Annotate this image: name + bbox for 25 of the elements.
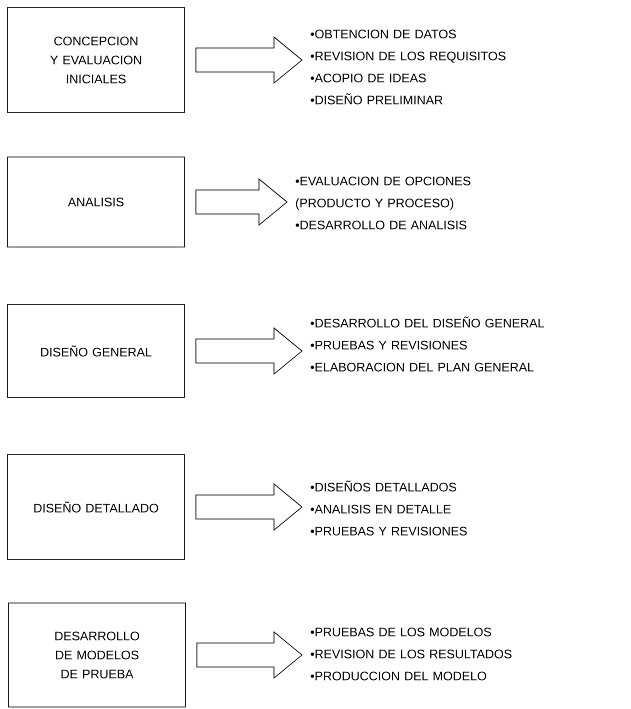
list-item: •DISEÑOS DETALLADOS xyxy=(310,480,456,492)
list-item: •ACOPIO DE IDEAS xyxy=(310,74,426,82)
list-item: •PRUEBAS Y REVISIONES xyxy=(310,340,467,350)
list-item: •PRODUCCION DEL MODELO xyxy=(310,672,486,680)
list-item: •REVISION DE LOS REQUISITOS xyxy=(310,52,506,63)
block-arrow xyxy=(196,178,288,226)
stage-box: CONCEPCION Y EVALUACION INICIALES xyxy=(7,7,185,113)
stage-box: DESARROLLO DE MODELOS DE PRUEBA xyxy=(8,602,186,708)
list-item: •ANALISIS EN DETALLE xyxy=(310,504,451,514)
list-item: •PRUEBAS DE LOS MODELOS xyxy=(310,628,492,636)
list-item: •DESARROLLO DE ANALISIS xyxy=(296,220,466,230)
list-item: •REVISION DE LOS RESULTADOS xyxy=(310,650,512,658)
stage-box: DISEÑO DETALLADO xyxy=(7,454,185,560)
list-item: •DISEÑO PRELIMINAR xyxy=(310,93,442,104)
list-item: •DESARROLLO DEL DISEÑO GENERAL xyxy=(310,316,544,328)
block-arrow xyxy=(196,483,303,531)
stage-box: ANALISIS xyxy=(7,156,185,248)
list-item: •PRUEBAS Y REVISIONES xyxy=(310,526,467,536)
block-arrow xyxy=(196,36,303,84)
list-item: •OBTENCION DE DATOS xyxy=(310,30,456,38)
list-item: •EVALUACION DE OPCIONES (PRODUCTO Y PROCESO) xyxy=(296,176,470,210)
list-item: •ELABORACION DEL PLAN GENERAL xyxy=(310,362,534,372)
block-arrow xyxy=(196,327,303,375)
block-arrow xyxy=(196,631,303,679)
stage-box: DISEÑO GENERAL xyxy=(7,304,185,398)
